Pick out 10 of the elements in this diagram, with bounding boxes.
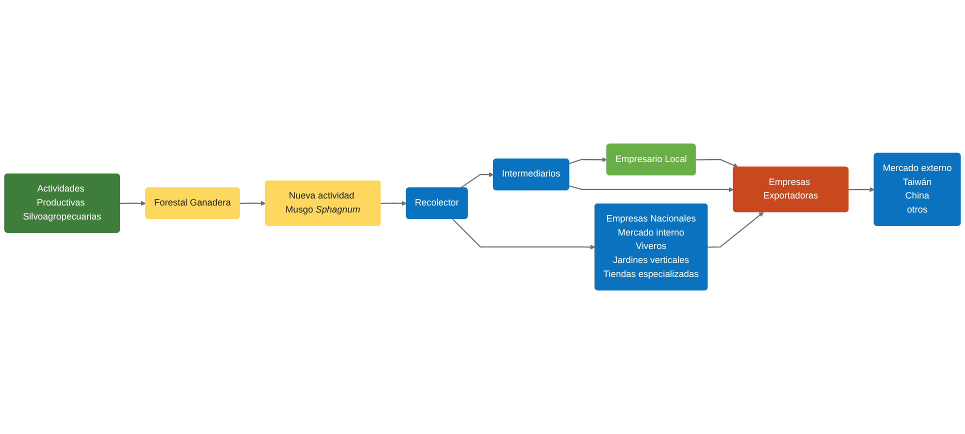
arrow [848,187,875,192]
arrow [696,158,738,168]
arrow [708,212,764,248]
arrow [569,185,734,192]
arrow [240,200,266,206]
arrow [569,157,608,164]
arrow [120,200,146,206]
arrow [460,172,494,188]
arrow [452,218,596,250]
arrow [380,200,407,206]
